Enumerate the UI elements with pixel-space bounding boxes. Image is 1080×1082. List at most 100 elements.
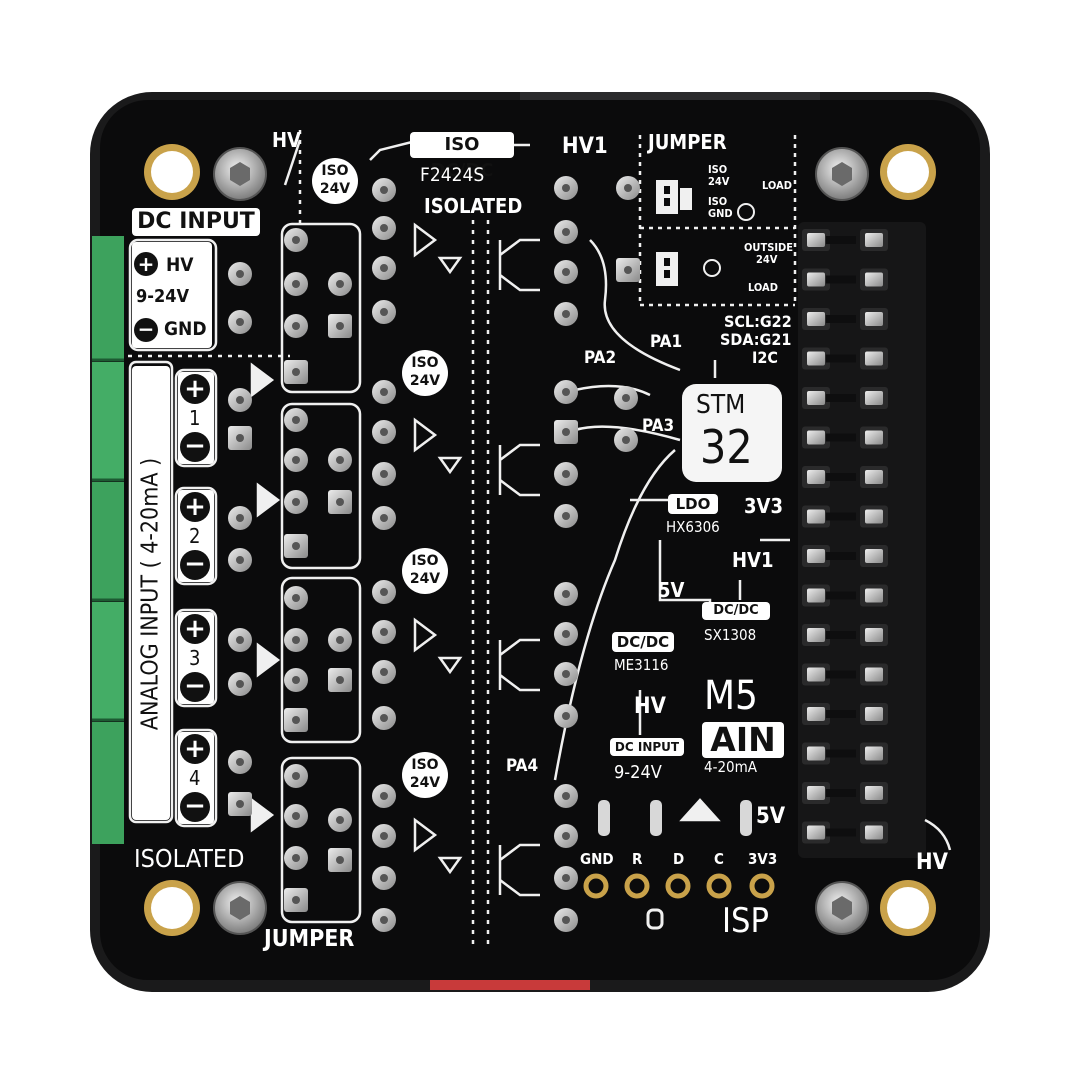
pad-hole — [562, 228, 570, 236]
minus-icon-ch1: − — [180, 432, 210, 462]
header-pin — [807, 470, 825, 484]
pad-hole — [624, 184, 632, 192]
label-jumper-top: JUMPER — [648, 130, 727, 154]
label-hv-term: HV — [166, 254, 194, 276]
pad-hole — [292, 236, 300, 244]
label-dc-input-small-range: 9-24V — [614, 762, 662, 783]
mounting-holes — [144, 144, 936, 936]
label-load-1: LOAD — [762, 179, 792, 192]
header-pin — [807, 509, 825, 524]
plus-icon-ch1: + — [180, 374, 210, 404]
header-body — [798, 222, 926, 858]
pad-hole — [562, 184, 570, 192]
pad-hole — [236, 758, 244, 766]
label-m5: M5 — [704, 673, 758, 719]
iso-24v-4-b: 24V — [409, 775, 441, 791]
pad-hole — [292, 716, 300, 724]
terminal-blocks — [92, 236, 124, 844]
header-gap — [826, 433, 856, 442]
label-hv-top: HV — [272, 128, 301, 152]
pad-hole — [292, 772, 300, 780]
label-scl: SCL:G22 — [724, 312, 792, 331]
header-pin — [807, 233, 825, 247]
pad-hole — [380, 874, 388, 882]
header-gap — [826, 631, 856, 639]
label-hv1-mid: HV1 — [732, 548, 774, 572]
label-iso-dcdc-title: ISO DC/DC — [430, 134, 494, 181]
label-pa3: PA3 — [642, 416, 675, 436]
pad-hole — [236, 396, 244, 404]
pad-hole — [336, 856, 344, 864]
header-gap — [826, 710, 856, 718]
header-pin — [865, 667, 883, 682]
header-pin — [865, 272, 883, 287]
label-isp-gnd: GND — [580, 850, 614, 868]
label-hv-bottom-right: HV — [916, 850, 948, 875]
label-channel-3: 3 — [189, 646, 201, 670]
header-gap — [826, 473, 856, 481]
pad-hole — [562, 832, 570, 840]
header-pin — [807, 746, 825, 761]
pad-hole — [336, 636, 344, 644]
pad-hole — [562, 470, 570, 478]
label-dc-input: DC INPUT — [132, 208, 260, 236]
header-pin — [865, 707, 883, 721]
header-pin — [865, 628, 883, 642]
pad-hole — [562, 916, 570, 924]
minus-icon-ch3: − — [180, 672, 210, 702]
through-hole-pads — [228, 176, 640, 932]
label-isp-r: R — [632, 850, 643, 868]
label-volt-range: 9-24V — [136, 286, 190, 307]
pad-hole — [380, 264, 388, 272]
label-channel-1: 1 — [189, 406, 201, 430]
header-pin — [865, 351, 883, 366]
label-stm-32: 32 — [700, 420, 753, 474]
header-pin — [865, 509, 883, 524]
label-jumper-bottom: JUMPER — [264, 926, 355, 952]
pad-hole — [292, 498, 300, 506]
pad-hole — [336, 676, 344, 684]
iso-24v-4-a: ISO — [411, 757, 439, 773]
pad-hole — [336, 322, 344, 330]
header-gap — [826, 670, 856, 679]
label-pa1: PA1 — [650, 332, 683, 352]
iso-24v-1-b: 24V — [319, 181, 351, 197]
pad-hole — [380, 792, 388, 800]
pad-hole — [292, 594, 300, 602]
header-pin — [865, 233, 883, 247]
pad-hole — [380, 832, 388, 840]
header-pin — [865, 312, 883, 326]
pad-hole — [380, 588, 388, 596]
header-pin — [865, 786, 883, 800]
iso-24v-badge-3: ISO 24V — [402, 548, 448, 594]
pad-hole — [236, 636, 244, 644]
plus-icon-ch4: + — [180, 734, 210, 764]
stm32-chip-label — [682, 384, 782, 482]
pad-hole — [380, 308, 388, 316]
label-ldo: LDO — [668, 494, 718, 514]
label-dcdc-a-part: SX1308 — [704, 626, 757, 644]
pad-hole — [380, 628, 388, 636]
header-gap — [826, 512, 856, 521]
label-channel-4: 4 — [189, 766, 201, 790]
label-outside-b: 24V — [756, 253, 778, 266]
iso-24v-3-a: ISO — [411, 553, 439, 569]
pad-hole — [292, 280, 300, 288]
label-iso-gnd-b: GND — [708, 207, 733, 220]
label-isp-3v3: 3V3 — [748, 850, 778, 868]
pad-hole — [336, 456, 344, 464]
label-iso-24v-b: 24V — [708, 175, 730, 188]
header-pin — [807, 786, 825, 800]
iso-24v-3-b: 24V — [409, 571, 441, 587]
pad-hole — [562, 792, 570, 800]
label-dcdc-a: DC/DC — [702, 602, 770, 620]
pad-hole — [562, 630, 570, 638]
header-pin — [807, 391, 825, 405]
pad-hole — [292, 322, 300, 330]
header-pin — [865, 825, 883, 840]
pcb — [100, 100, 980, 980]
label-isp-d: D — [673, 850, 685, 868]
solder-jumpers — [598, 800, 752, 836]
pad-hole — [380, 186, 388, 194]
